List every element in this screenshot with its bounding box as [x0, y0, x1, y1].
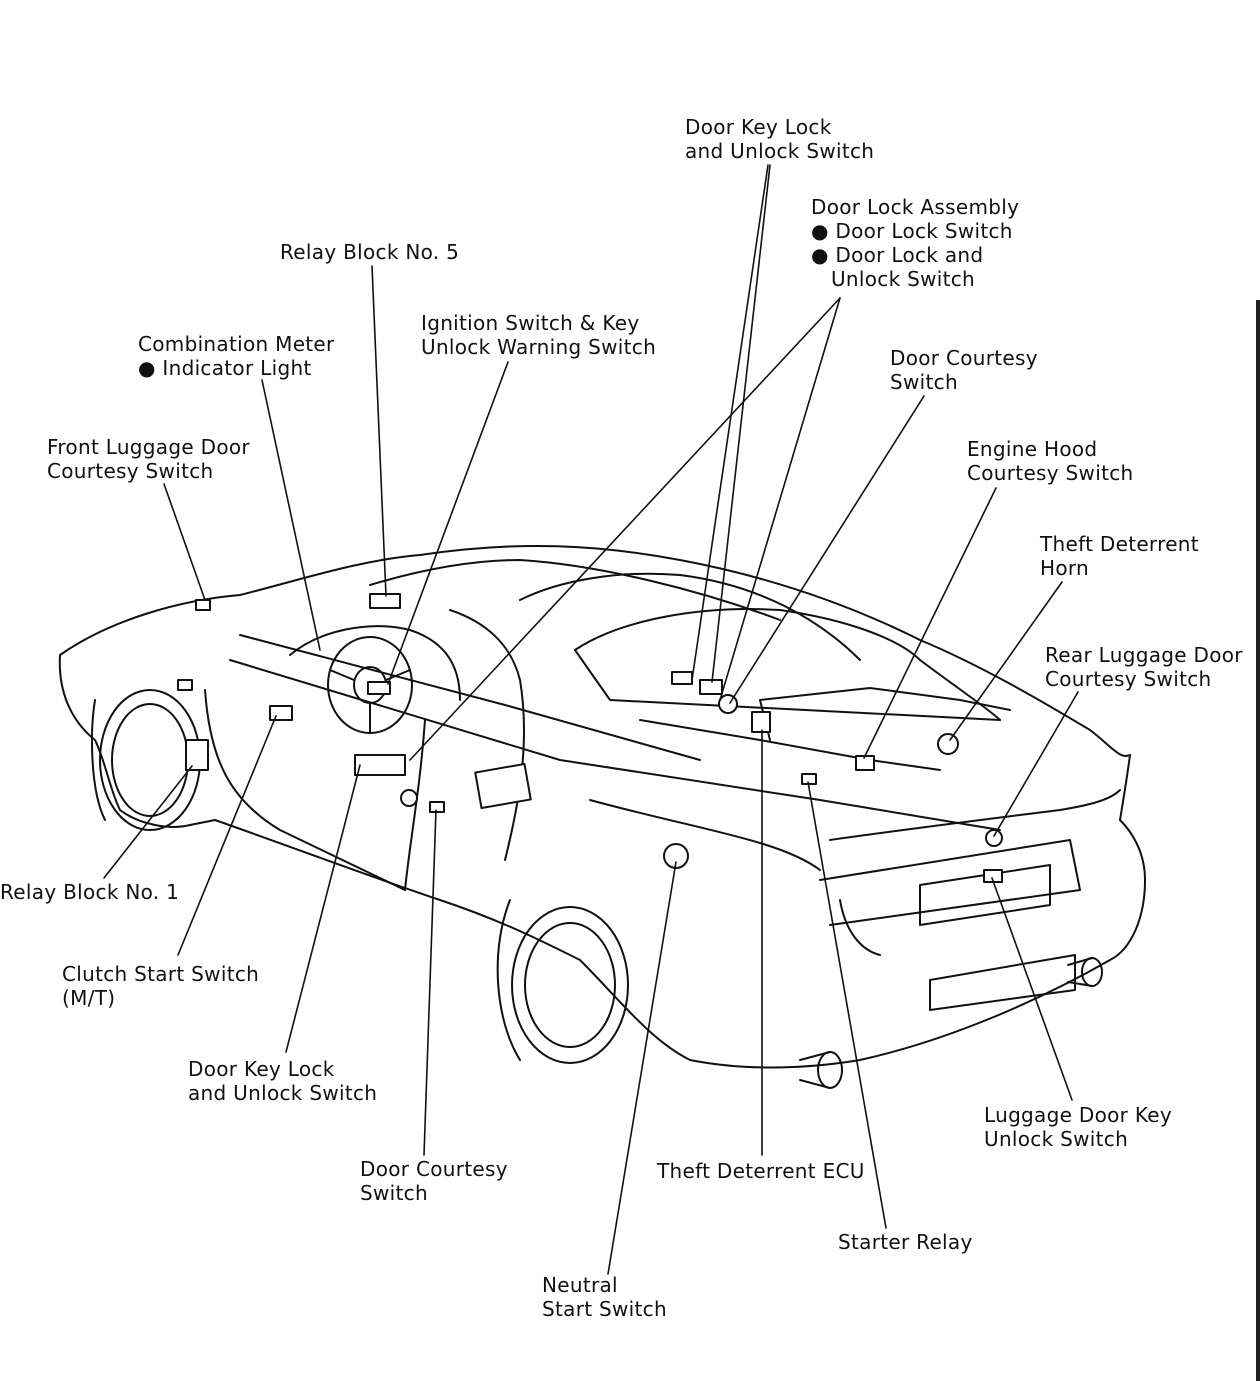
- steering-wheel: [327, 636, 413, 734]
- rear-wheel: [496, 899, 629, 1064]
- label-line: ● Indicator Light: [138, 356, 312, 380]
- label-line: Luggage Door Key: [984, 1103, 1172, 1127]
- exhaust-pipes: [799, 957, 1103, 1089]
- label-line: Switch: [890, 370, 958, 394]
- label-line: Switch: [360, 1181, 428, 1205]
- label-line: Door Courtesy: [890, 346, 1038, 370]
- label-line: Horn: [1040, 556, 1090, 580]
- front-wheel: [91, 689, 201, 831]
- label-line: ● Door Lock Switch: [811, 219, 1013, 243]
- label-door-courtesy-top: Door Courtesy Switch: [890, 346, 1038, 394]
- label-line: Combination Meter: [138, 332, 335, 356]
- label-line: Theft Deterrent ECU: [657, 1159, 865, 1183]
- label-line: ● Door Lock and: [811, 243, 984, 267]
- label-line: Engine Hood: [967, 437, 1098, 461]
- label-neutral-start: Neutral Start Switch: [542, 1273, 667, 1321]
- label-line: Courtesy Switch: [47, 459, 214, 483]
- label-line: Start Switch: [542, 1297, 667, 1321]
- label-ignition-switch: Ignition Switch & Key Unlock Warning Swi…: [421, 311, 656, 359]
- label-line: Clutch Start Switch: [62, 962, 260, 986]
- label-line: Door Courtesy: [360, 1157, 508, 1181]
- label-line: Neutral: [542, 1273, 618, 1297]
- label-line: Unlock Switch: [811, 267, 976, 291]
- label-line: Front Luggage Door: [47, 435, 250, 459]
- car-body: [58, 544, 1146, 1069]
- label-line: and Unlock Switch: [685, 139, 875, 163]
- label-line: Door Lock Assembly: [811, 195, 1020, 219]
- label-door-lock-assembly: Door Lock Assembly ● Door Lock Switch ● …: [811, 195, 1019, 291]
- label-line: Ignition Switch & Key: [421, 311, 640, 335]
- label-line: Door Key Lock: [685, 115, 832, 139]
- label-theft-horn: Theft Deterrent Horn: [1040, 532, 1199, 580]
- roof-and-windows: [289, 559, 1011, 861]
- label-line: Relay Block No. 5: [280, 240, 460, 264]
- label-line: Unlock Warning Switch: [421, 335, 657, 359]
- label-line: Rear Luggage Door: [1045, 643, 1243, 667]
- label-starter-relay: Starter Relay: [838, 1230, 973, 1254]
- label-line: (M/T): [62, 986, 116, 1010]
- label-line: Starter Relay: [838, 1230, 973, 1254]
- label-door-key-lock-bottom: Door Key Lock and Unlock Switch: [188, 1057, 377, 1105]
- leader-lines: [103, 164, 1079, 1275]
- label-relay-block-5: Relay Block No. 5: [280, 240, 459, 264]
- label-door-key-lock-top: Door Key Lock and Unlock Switch: [685, 115, 874, 163]
- label-relay-block-1: Relay Block No. 1: [0, 880, 179, 904]
- label-engine-hood: Engine Hood Courtesy Switch: [967, 437, 1133, 485]
- label-line: and Unlock Switch: [188, 1081, 378, 1105]
- label-door-courtesy-bottom: Door Courtesy Switch: [360, 1157, 508, 1205]
- label-line: Unlock Switch: [984, 1127, 1129, 1151]
- label-front-luggage: Front Luggage Door Courtesy Switch: [47, 435, 250, 483]
- label-line: Courtesy Switch: [1045, 667, 1212, 691]
- page-edge-line: [1256, 300, 1260, 1381]
- label-line: Door Key Lock: [188, 1057, 335, 1081]
- label-combination-meter: Combination Meter ● Indicator Light: [138, 332, 335, 380]
- label-theft-ecu: Theft Deterrent ECU: [657, 1159, 865, 1183]
- label-rear-luggage: Rear Luggage Door Courtesy Switch: [1045, 643, 1243, 691]
- label-line: Relay Block No. 1: [0, 880, 180, 904]
- component-icons: [177, 593, 1003, 883]
- label-luggage-key: Luggage Door Key Unlock Switch: [984, 1103, 1172, 1151]
- label-clutch-start: Clutch Start Switch (M/T): [62, 962, 259, 1010]
- label-line: Theft Deterrent: [1040, 532, 1199, 556]
- label-line: Courtesy Switch: [967, 461, 1134, 485]
